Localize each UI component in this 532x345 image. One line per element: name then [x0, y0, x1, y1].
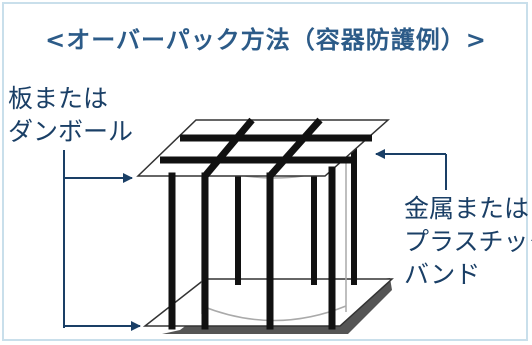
- band-label-line-3: バンド: [404, 260, 481, 289]
- top-bands: [160, 117, 372, 179]
- front-bands: [168, 166, 336, 330]
- board-callout: [63, 150, 141, 331]
- top-board: [136, 119, 390, 177]
- board-label: 板または ダンボール: [8, 82, 133, 148]
- band-label-line-1: 金属または: [404, 194, 530, 223]
- board-label-line-1: 板または: [8, 84, 109, 113]
- band-callout: [375, 149, 447, 190]
- diagram-title: <オーバーパック方法（容器防護例）>: [45, 26, 487, 54]
- band-label-line-2: プラスチック: [404, 227, 532, 256]
- board-label-line-2: ダンボール: [8, 117, 134, 146]
- band-label: 金属または プラスチック バンド: [404, 192, 532, 291]
